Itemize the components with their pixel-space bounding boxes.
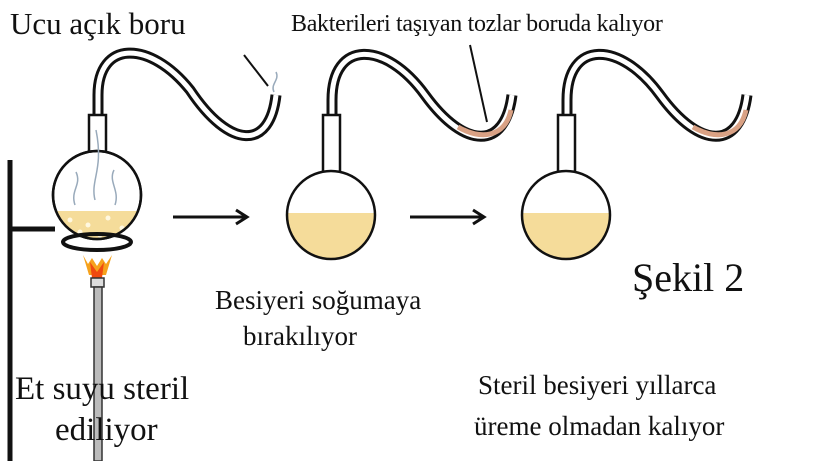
dust-note-label: Bakterileri taşıyan tozlar boruda kalıyo… (291, 11, 663, 37)
bunsen-burner (83, 255, 112, 461)
result-label-line2: üreme olmadan kalıyor (474, 411, 725, 441)
sterilize-label-line2: ediliyor (55, 412, 158, 448)
arrow-right-1 (173, 208, 250, 226)
cooling-label-line2: bırakılıyor (243, 321, 357, 351)
sterilize-label-line1: Et suyu steril (15, 371, 190, 407)
flask-boiling (51, 47, 282, 252)
flask-cooling (285, 48, 518, 261)
pointer-dust (469, 44, 488, 123)
result-label-line1: Steril besiyeri yıllarca (478, 370, 717, 400)
figure-label: Şekil 2 (632, 255, 745, 300)
cooling-label-line1: Besiyeri soğumaya (215, 285, 422, 315)
flask-sterile (520, 48, 753, 261)
open-tube-label: Ucu açık boru (10, 6, 186, 41)
pointer-open-tube (243, 54, 269, 87)
lab-stand (7, 160, 55, 461)
arrow-right-2 (410, 208, 487, 226)
